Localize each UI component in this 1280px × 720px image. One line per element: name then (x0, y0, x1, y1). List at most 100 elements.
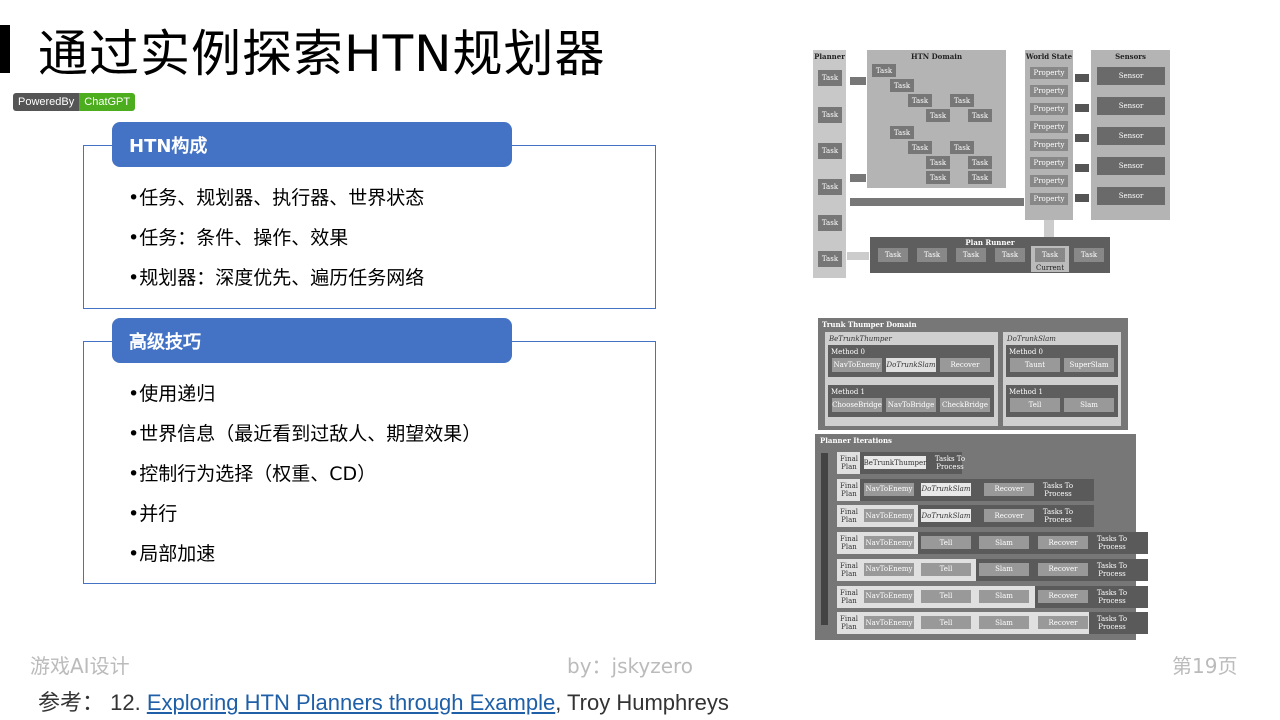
runner-task: Task (878, 248, 908, 262)
iteration-task: Recover (1038, 562, 1088, 576)
sensors-title: Sensors (1115, 52, 1146, 61)
bullet-item: •规划器：深度优先、遍历任务网络 (128, 267, 425, 289)
arrow-up-icon (1044, 220, 1054, 242)
iteration-task: NavToEnemy (864, 536, 914, 550)
bullet-item: •并行 (128, 503, 178, 525)
planner-title: Planner (814, 52, 845, 61)
iteration-task: Tell (921, 589, 971, 603)
domain-task: Task (926, 171, 950, 184)
arrow-left-icon (850, 77, 866, 85)
final-plan-label: Final Plan (839, 615, 859, 632)
planner-task: Task (818, 70, 842, 86)
bullet-item: •任务：条件、操作、效果 (128, 227, 349, 249)
final-plan-region (837, 478, 860, 501)
world-state-title: World State (1025, 52, 1073, 61)
section-box-techniques: •使用递归 •世界信息（最近看到过敌人、期望效果） •控制行为选择（权重、CD）… (83, 341, 656, 584)
arrow-left-icon (1075, 164, 1089, 172)
runner-task: Task (1074, 248, 1104, 262)
iteration-task: Slam (979, 536, 1029, 550)
planner-task: Task (818, 179, 842, 195)
property: Property (1030, 121, 1068, 133)
method-label: Method 1 (831, 387, 866, 396)
iteration-task: Tell (921, 536, 971, 550)
final-plan-label: Final Plan (839, 455, 859, 471)
reference-link[interactable]: Exploring HTN Planners through Example (146, 690, 556, 715)
iteration-task: Recover (1038, 589, 1088, 603)
badge-left: PoweredBy (13, 93, 80, 111)
footer-course: 游戏AI设计 (30, 654, 130, 678)
current-label: Current (1035, 263, 1065, 272)
method-task: NavToEnemy (832, 358, 882, 372)
domain-title: Trunk Thumper Domain (822, 320, 917, 329)
iteration-task: Tell (921, 616, 971, 630)
down-arrow-icon (821, 453, 828, 625)
method-task: Taunt (1010, 358, 1060, 372)
method-task: Slam (1064, 398, 1114, 412)
reference-line: 参考： 12. Exploring HTN Planners through E… (38, 690, 729, 716)
iteration-task: DoTrunkSlam (921, 509, 971, 523)
property: Property (1030, 175, 1068, 187)
plan-runner-title: Plan Runner (965, 237, 1015, 247)
method-label: Method 1 (1009, 387, 1044, 396)
section-header-composition: HTN构成 (112, 122, 512, 167)
method-label: Method 0 (1009, 347, 1044, 356)
domain-task: Task (950, 141, 974, 154)
iteration-task: DoTrunkSlam (921, 482, 971, 496)
iteration-task: Slam (979, 589, 1029, 603)
page-title: 通过实例探索HTN规划器 (38, 25, 606, 83)
domain-task: Task (926, 156, 950, 169)
bullet-item: •局部加速 (128, 543, 216, 565)
planner-task: Task (818, 251, 842, 267)
iteration-task: Recover (984, 509, 1034, 523)
sensor: Sensor (1097, 97, 1165, 115)
section-header-techniques: 高级技巧 (112, 318, 512, 363)
domain-task: Task (908, 141, 932, 154)
title-accent-bar (0, 25, 10, 73)
powered-by-badge[interactable]: PoweredBy ChatGPT (13, 93, 136, 111)
arrow-left-icon (1075, 74, 1089, 82)
property: Property (1030, 157, 1068, 169)
planner-task: Task (818, 143, 842, 159)
reference-prefix: 参考： 12. (38, 690, 147, 715)
final-plan-label: Final Plan (839, 481, 859, 498)
arrow-left-icon (850, 174, 866, 182)
be-title: BeTrunkThumper (829, 335, 892, 343)
method-task: Recover (940, 358, 990, 372)
domain-task: Task (890, 126, 914, 139)
iteration-task: NavToEnemy (864, 482, 914, 496)
arrow-left-icon (850, 198, 1024, 206)
bullet-item: •任务、规划器、执行器、世界状态 (128, 187, 425, 209)
runner-task: Task (1035, 248, 1065, 262)
domain-task: Task (968, 171, 992, 184)
iteration-task: BeTrunkThumper (864, 456, 926, 469)
domain-task: Task (968, 156, 992, 169)
method-task: Tell (1010, 398, 1060, 412)
reference-author: , Troy Humphreys (555, 690, 729, 715)
bullet-item: •使用递归 (128, 383, 216, 405)
domain-task: Task (872, 64, 896, 77)
planner-column (813, 50, 846, 278)
plan-runner-box (870, 237, 1110, 273)
tasks-to-process-label: Tasks To Process (1096, 535, 1128, 552)
final-plan-region (837, 452, 860, 474)
runner-task: Task (956, 248, 986, 262)
tasks-to-process-label: Tasks To Process (1096, 588, 1128, 605)
iterations-title: Planner Iterations (820, 436, 892, 445)
sensor: Sensor (1097, 157, 1165, 175)
iteration-task: Recover (984, 482, 1034, 496)
method-task: SuperSlam (1064, 358, 1114, 372)
domain-task: Task (908, 94, 932, 107)
bullet-item: •世界信息（最近看到过敌人、期望效果） (128, 423, 482, 445)
method-task: NavToBridge (886, 398, 936, 412)
final-plan-label: Final Plan (839, 535, 859, 552)
arrow-right-icon (847, 252, 869, 260)
tasks-to-process-label: Tasks To Process (1096, 561, 1128, 578)
planner-task: Task (818, 215, 842, 231)
arrow-left-icon (1075, 134, 1089, 142)
tasks-to-process-label: Tasks To Process (1096, 615, 1128, 632)
property: Property (1030, 85, 1068, 97)
iteration-task: NavToEnemy (864, 616, 914, 630)
domain-task: Task (950, 94, 974, 107)
property: Property (1030, 193, 1068, 205)
sensor: Sensor (1097, 127, 1165, 145)
